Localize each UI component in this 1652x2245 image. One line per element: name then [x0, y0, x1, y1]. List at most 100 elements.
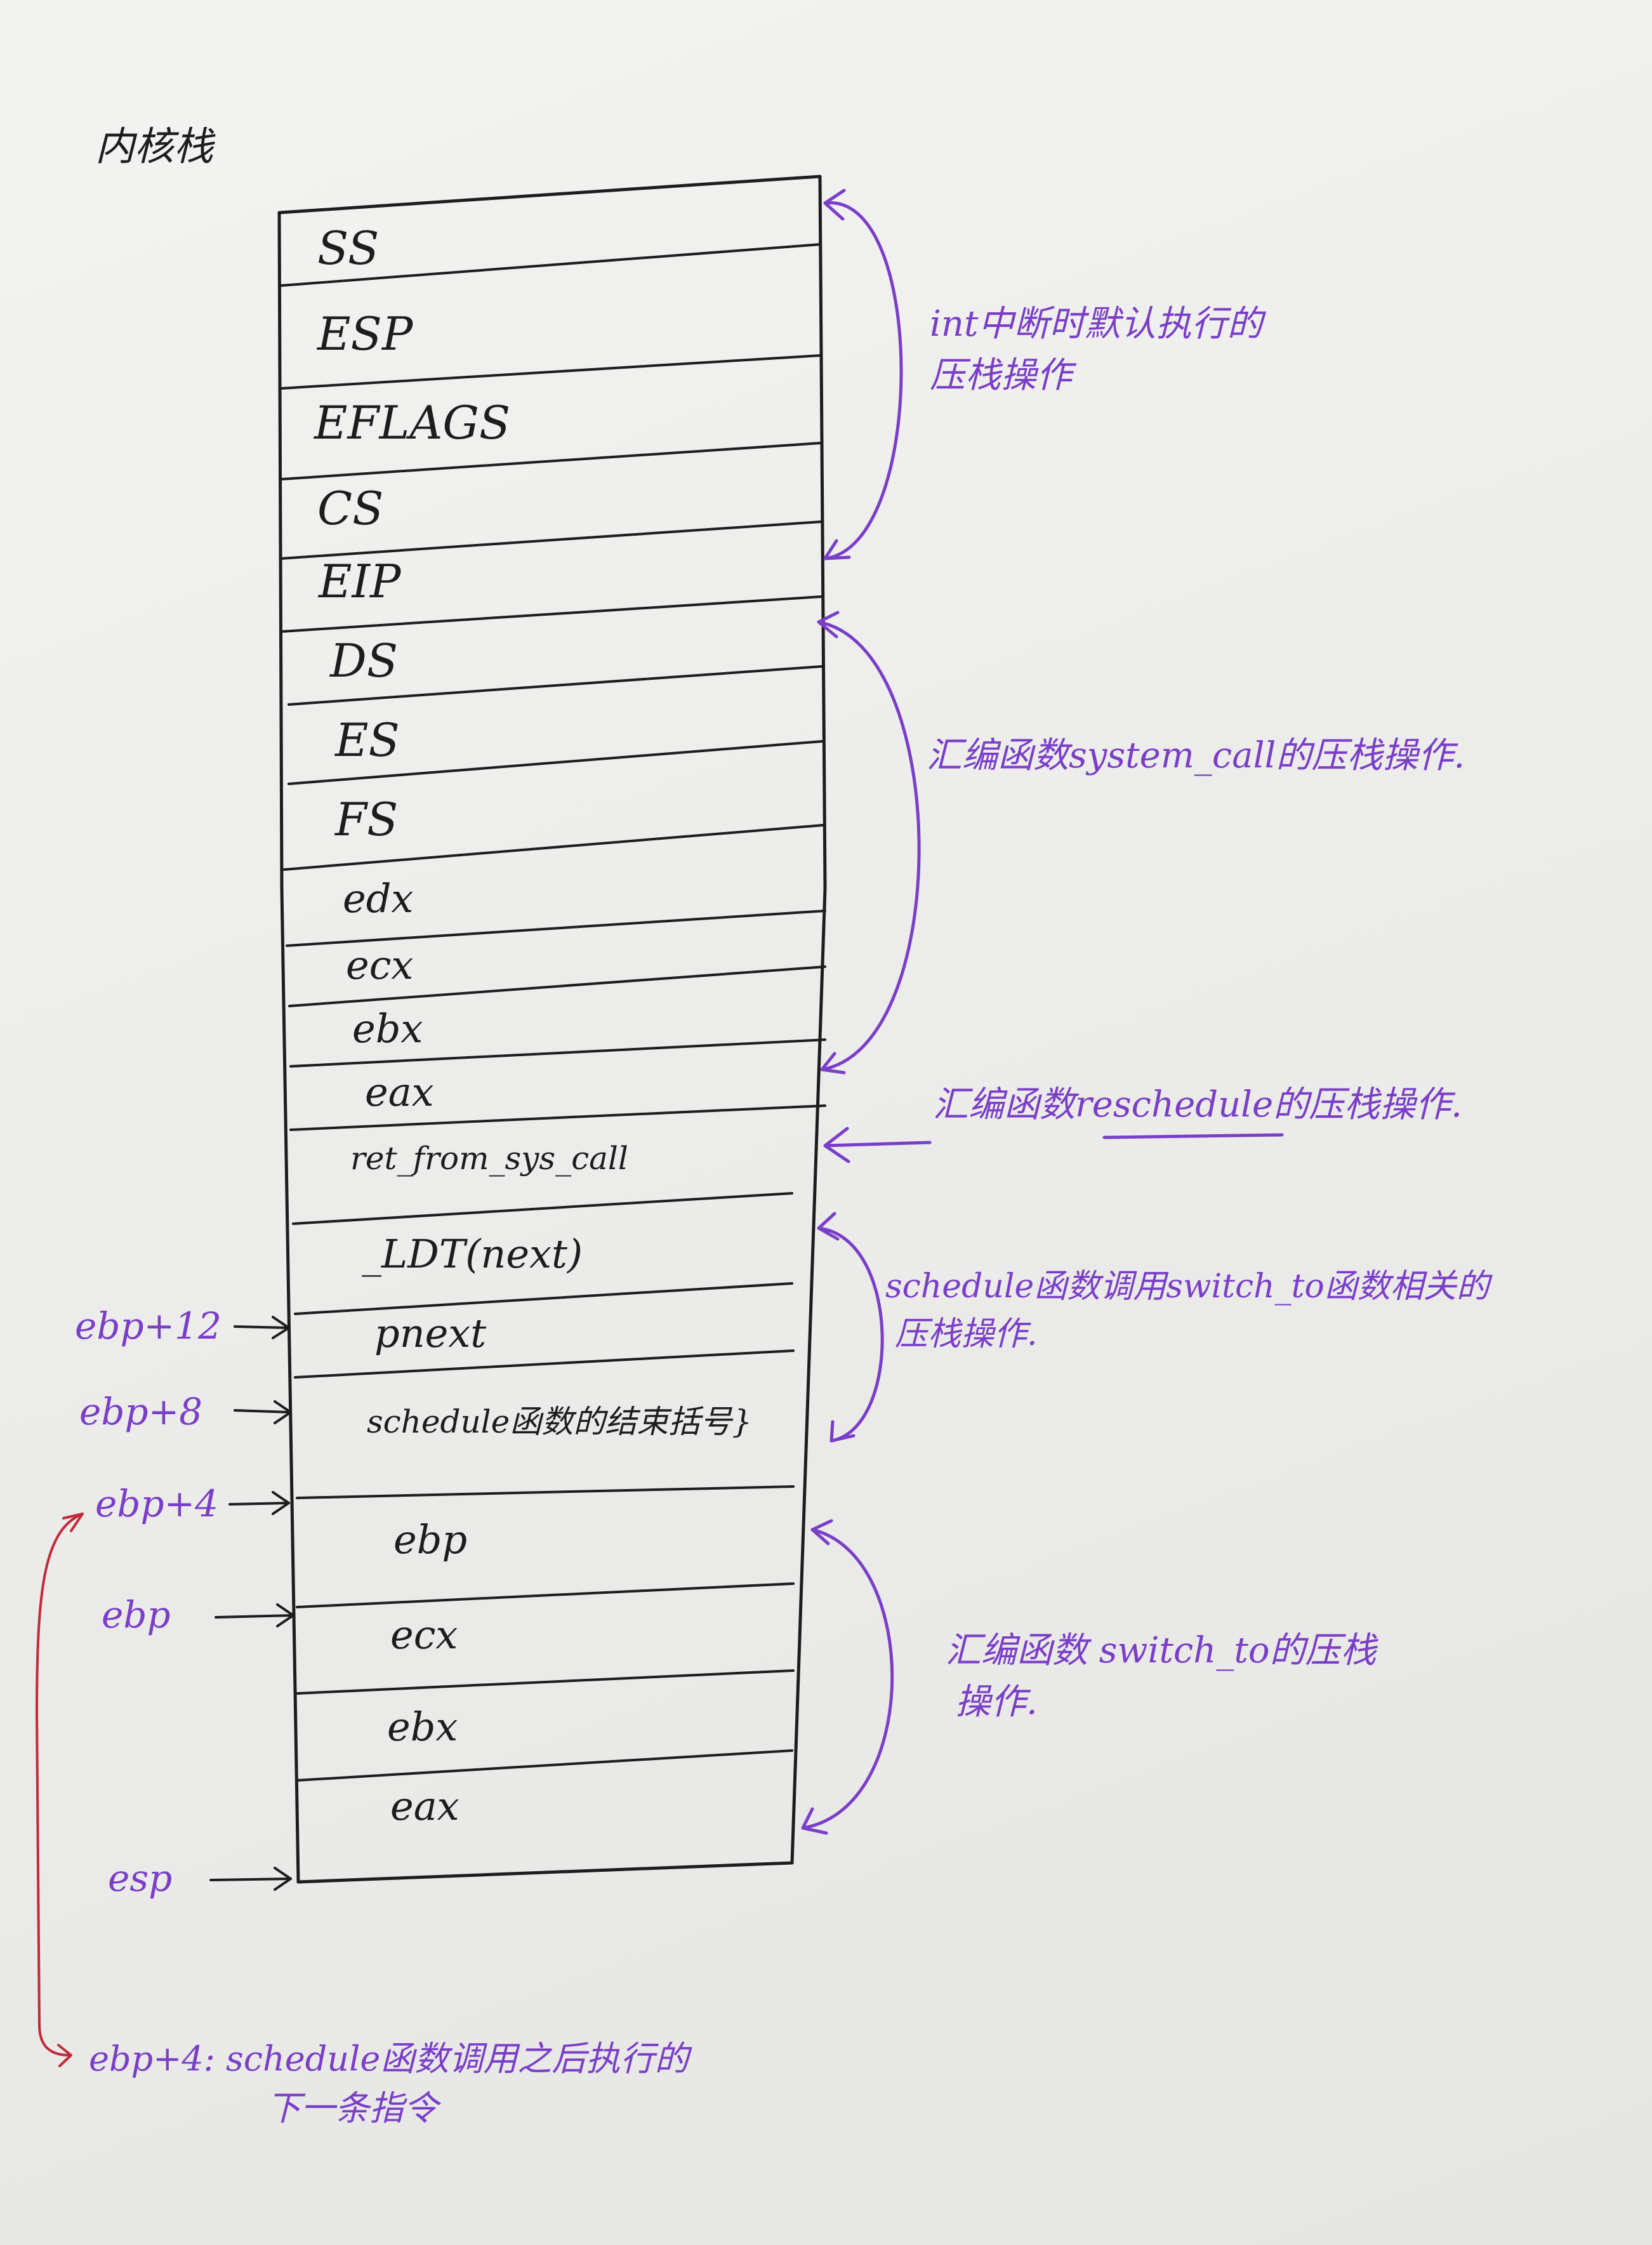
divider — [296, 1749, 793, 1782]
arrowhead — [274, 1867, 292, 1891]
arrowhead — [272, 1491, 290, 1515]
cell-edx: edx — [343, 875, 414, 922]
arrowhead — [274, 1400, 292, 1424]
arrowhead — [62, 1513, 84, 1532]
stack-frame — [277, 175, 827, 1884]
annotation-line: 汇编函数 switch_to的压栈 — [946, 1630, 1377, 1671]
cell-pnext: pnext — [374, 1310, 487, 1356]
arrowhead — [817, 611, 840, 639]
annotation-line: 操作. — [955, 1681, 1038, 1723]
divider — [281, 595, 823, 633]
annotation-switch-to: 汇编函数 switch_to的压栈 操作. — [946, 1625, 1377, 1728]
cell-eax-2: eax — [390, 1783, 459, 1829]
divider — [296, 1582, 795, 1608]
arrow-esp — [209, 1877, 292, 1881]
cell-eip: EIP — [319, 555, 401, 608]
curved-link-ebp-plus-4 — [36, 1513, 84, 2056]
cell-ebp: ebp — [393, 1516, 468, 1563]
arrow-reschedule — [823, 1141, 932, 1148]
divider — [289, 1104, 826, 1131]
cell-fs: FS — [335, 793, 399, 846]
pointer-arrows — [209, 1316, 294, 1891]
annotation-system-call: 汇编函数system_call的压栈操作. — [927, 730, 1465, 781]
cell-cs: CS — [317, 482, 384, 535]
annotation-int-interrupt: int中断时默认执行的 压栈操作 — [930, 298, 1262, 401]
annotation-line: 压栈操作 — [930, 355, 1072, 397]
cell-eflags: EFLAGS — [314, 396, 511, 449]
stack-left-edge — [277, 211, 300, 1884]
divider — [289, 1038, 826, 1068]
stack-top-edge — [277, 175, 822, 215]
arrowhead — [57, 2044, 72, 2067]
stack-bottom-edge — [296, 1861, 794, 1884]
divider — [279, 354, 822, 390]
footnote-line: ebp+4: schedule函数调用之后执行的 — [89, 2039, 689, 2079]
arrowhead — [276, 1603, 294, 1627]
footnote-ebp-plus-4: ebp+4: schedule函数调用之后执行的 下一条指令 — [89, 2034, 689, 2134]
arrow-ebp-plus-12 — [234, 1325, 290, 1329]
divider — [294, 1282, 793, 1315]
footnote-link — [36, 1513, 84, 2067]
cell-esp: ESP — [317, 307, 413, 361]
cell-ret-from-sys-call: ret_from_sys_call — [350, 1140, 628, 1177]
reschedule-underline — [1102, 1133, 1284, 1139]
arrowhead — [823, 189, 846, 221]
divider — [296, 1669, 795, 1695]
arrowhead — [817, 1212, 840, 1241]
pointer-esp: esp — [108, 1857, 173, 1900]
page-title: 内核栈 — [95, 123, 214, 169]
footnote-line: 下一条指令 — [267, 2088, 438, 2129]
divider — [286, 910, 826, 947]
arrowhead — [801, 1807, 828, 1835]
bracket-int-interrupt — [823, 201, 903, 560]
pointer-ebp-plus-12: ebp+12 — [75, 1304, 221, 1348]
annotation-line: 汇编函数system_call的压栈操作. — [927, 735, 1465, 776]
divider — [296, 1485, 795, 1499]
cell-ldt-next: _LDT(next) — [362, 1231, 583, 1277]
bracket-arrows — [801, 189, 1284, 1835]
cell-ds: DS — [330, 634, 399, 687]
cell-eax: eax — [365, 1069, 434, 1115]
arrow-ebp — [215, 1614, 294, 1619]
annotation-line: int中断时默认执行的 — [930, 303, 1263, 345]
pointer-ebp-plus-8: ebp+8 — [79, 1390, 203, 1433]
arrowhead — [820, 1052, 846, 1075]
annotation-schedule-switch-to: schedule函数调用switch_to函数相关的 压栈操作. — [885, 1263, 1490, 1359]
bracket-switch-to — [801, 1528, 894, 1830]
divider — [294, 1349, 795, 1379]
pointer-ebp-plus-4: ebp+4 — [95, 1482, 219, 1525]
annotation-line: schedule函数调用switch_to函数相关的 — [885, 1268, 1490, 1306]
cell-ecx-2: ecx — [390, 1612, 458, 1658]
divider — [287, 665, 823, 706]
bracket-system-call — [817, 620, 921, 1071]
pointer-ebp: ebp — [102, 1593, 171, 1636]
annotation-reschedule: 汇编函数reschedule的压栈操作. — [933, 1079, 1462, 1130]
divider — [283, 824, 824, 871]
annotation-line: 汇编函数reschedule的压栈操作. — [933, 1084, 1462, 1125]
divider — [287, 740, 823, 785]
arrowhead — [829, 1420, 856, 1443]
divider — [279, 243, 821, 287]
arrowhead — [823, 1127, 850, 1163]
stack-dividers — [279, 243, 826, 1782]
cell-es: ES — [335, 713, 400, 767]
bracket-schedule-switch-to — [817, 1226, 884, 1443]
cell-schedule-end-brace: schedule函数的结束括号} — [367, 1403, 753, 1440]
stack-right-edge — [790, 175, 827, 1865]
divider — [280, 442, 822, 480]
arrowhead — [272, 1316, 290, 1339]
cell-ebx: ebx — [352, 1005, 423, 1052]
divider — [288, 965, 826, 1007]
arrow-ebp-plus-4 — [228, 1502, 290, 1506]
cell-ecx: ecx — [346, 942, 414, 988]
arrowhead — [810, 1519, 833, 1546]
annotation-line: 压栈操作. — [895, 1315, 1038, 1354]
divider — [280, 520, 822, 560]
divider — [292, 1192, 793, 1225]
cell-ss: SS — [317, 222, 380, 275]
arrow-ebp-plus-8 — [234, 1409, 292, 1414]
cell-ebx-2: ebx — [387, 1704, 458, 1750]
arrowhead — [823, 539, 851, 560]
